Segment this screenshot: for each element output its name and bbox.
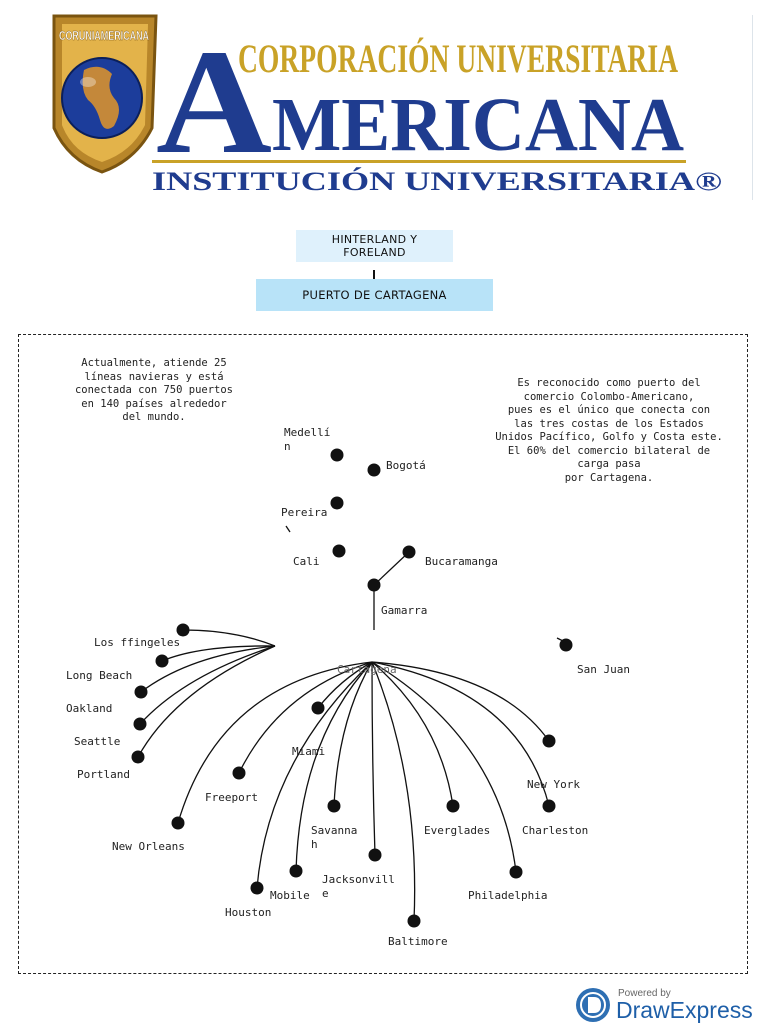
edge-long-beach (161, 645, 276, 662)
node-san-juan-dot (559, 638, 573, 652)
label-oakland: Oakland (66, 702, 113, 715)
institution-logo: CORUNIAMERICANA CORPORACIÓN UNIVERSITARI… (40, 10, 760, 205)
powered-by-text: Powered by (618, 988, 671, 999)
edge-los-angeles (182, 629, 276, 647)
node-los-angeles-dot (176, 623, 190, 637)
edge-portland (137, 645, 276, 758)
edge-oakland (140, 645, 276, 693)
label-philadelphia: Philadelphia (468, 889, 548, 902)
label-charleston: Charleston (522, 824, 589, 837)
node-philadelphia-dot (509, 865, 523, 879)
node-gamarra-dot (367, 578, 381, 592)
connector-line (373, 270, 375, 286)
edge-savannah (333, 661, 373, 807)
label-savannah: Savanna h (311, 824, 358, 851)
edge-new-orleans (177, 661, 373, 824)
edge-houston (256, 661, 373, 889)
node-new-york-dot (542, 734, 556, 748)
text-lineas-navieras: Actualmente, atiende 25 líneas navieras … (74, 357, 234, 423)
drawexpress-brand: DrawExpress (616, 997, 753, 1023)
label-bogota: Bogotá (386, 459, 426, 472)
title-main-initial: A (156, 19, 272, 185)
label-seattle: Seattle (74, 735, 121, 748)
label-cali: Cali (293, 555, 320, 568)
title-main-rest: MERICANA (272, 83, 684, 167)
node-charleston-dot (542, 799, 556, 813)
label-new-york: New York (527, 778, 580, 791)
node-mobile-dot (289, 864, 303, 878)
shield-emblem (52, 14, 158, 174)
san-juan-tick (556, 637, 564, 642)
label-everglades: Everglades (424, 824, 491, 837)
node-jacksonville-dot (368, 848, 382, 862)
node-hinterland-foreland[interactable]: HINTERLAND Y FORELAND (296, 230, 453, 262)
edge-philadelphia (371, 661, 517, 873)
node-everglades-dot (446, 799, 460, 813)
node-puerto-label: PUERTO DE CARTAGENA (302, 288, 447, 302)
label-jacksonville: Jacksonvill e (322, 873, 395, 900)
label-medellin: Medellí n (284, 426, 331, 453)
node-seattle-dot (133, 717, 147, 731)
edge-charleston (371, 661, 550, 807)
label-freeport: Freeport (205, 791, 258, 804)
drawexpress-watermark: Powered by DrawExpress (572, 985, 768, 1024)
node-pereira-dot (330, 496, 344, 510)
label-portland: Portland (77, 768, 130, 781)
edge-miami (317, 661, 373, 709)
edge-everglades (371, 661, 454, 807)
node-bogota-dot (367, 463, 381, 477)
node-puerto-cartagena[interactable]: PUERTO DE CARTAGENA (256, 279, 493, 311)
edge-mobile (295, 661, 373, 872)
node-new-orleans-dot (171, 816, 185, 830)
shield-text: CORUNIAMERICANA (59, 28, 149, 43)
title-underline (152, 160, 686, 163)
node-cali-dot (332, 544, 346, 558)
edge-gamarra-bucaramanga (373, 551, 410, 586)
label-long-beach: Long Beach (66, 669, 133, 682)
label-bucaramanga: Bucaramanga (425, 555, 498, 568)
node-medellin-dot (330, 448, 344, 462)
node-portland-dot (131, 750, 145, 764)
label-gamarra: Gamarra (381, 604, 428, 617)
header-divider (752, 15, 753, 200)
node-miami-dot (311, 701, 325, 715)
label-los-angeles: Los ffingeles (94, 636, 181, 649)
label-baltimore: Baltimore (388, 935, 448, 948)
node-long-beach-dot (155, 654, 169, 668)
node-freeport-dot (232, 766, 246, 780)
logo-graphic: CORUNIAMERICANA CORPORACIÓN UNIVERSITARI… (52, 14, 722, 196)
label-miami: Miami (292, 745, 326, 758)
node-houston-dot (250, 881, 264, 895)
label-pereira: Pereira (281, 506, 328, 519)
edge-pereira-tick (285, 525, 291, 533)
node-bucaramanga-dot (402, 545, 416, 559)
node-baltimore-dot (407, 914, 421, 928)
title-top: CORPORACIÓN UNIVERSITARIA (238, 36, 678, 81)
edge-baltimore (371, 661, 416, 922)
label-new-orleans: New Orleans (112, 840, 185, 853)
label-mobile: Mobile (270, 889, 310, 902)
edge-jacksonville (371, 661, 376, 856)
text-comercio-colombo-americano: Es reconocido como puerto del comercio C… (495, 377, 723, 484)
node-hinterland-label: HINTERLAND Y FORELAND (331, 233, 418, 259)
label-san-juan: San Juan (577, 663, 630, 676)
label-cartagena: Cartagena (337, 663, 397, 676)
edge-freeport (238, 661, 373, 774)
diagram-frame (18, 334, 748, 974)
node-oakland-dot (134, 685, 148, 699)
edge-seattle (139, 645, 276, 725)
drawexpress-logo: Powered by DrawExpress (576, 988, 753, 1023)
node-savannah-dot (327, 799, 341, 813)
edge-new-york (371, 661, 550, 742)
label-houston: Houston (225, 906, 272, 919)
title-sub: INSTITUCIÓN UNIVERSITARIA® (152, 167, 722, 196)
